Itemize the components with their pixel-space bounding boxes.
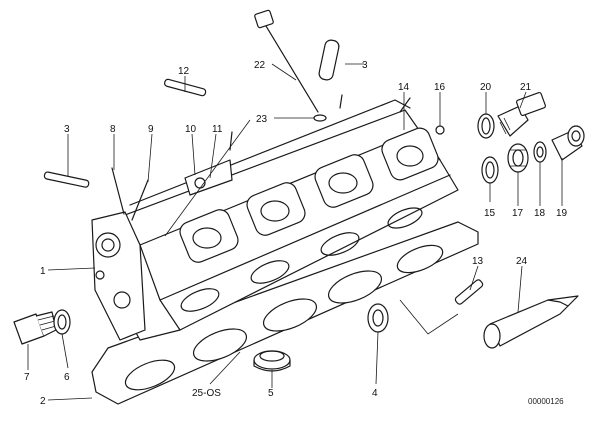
seal-5 (253, 350, 291, 372)
washer-23 (313, 114, 327, 122)
callout-20: 20 (480, 82, 492, 93)
callout-15: 15 (484, 208, 496, 219)
seal-ring-6 (53, 309, 71, 335)
dowel-pin-3-left (43, 171, 90, 188)
callout-10: 10 (185, 124, 197, 135)
o-ring-15 (481, 156, 499, 184)
plug-7 (13, 311, 57, 345)
stud-9 (131, 179, 149, 221)
callout-8: 8 (110, 124, 116, 135)
callout-16: 16 (434, 82, 446, 93)
callout-5: 5 (268, 388, 274, 399)
callout-24: 24 (516, 256, 528, 267)
union-19 (551, 125, 585, 161)
callout-9: 9 (148, 124, 154, 135)
callout-21: 21 (520, 82, 532, 93)
exhaust-ports (179, 127, 439, 263)
callout-14: 14 (398, 82, 410, 93)
fitting-17 (507, 143, 529, 173)
callout-11: 11 (212, 124, 223, 135)
callout-19: 19 (556, 208, 568, 219)
leader-lines (27, 63, 563, 401)
head-gasket (91, 221, 479, 405)
dowel-sleeve-3-top (318, 39, 340, 81)
bolt-22 (254, 9, 319, 113)
plug-16 (435, 125, 445, 135)
callout-2: 2 (40, 396, 46, 407)
temp-sensor-21 (497, 91, 546, 137)
dowel-pin-13 (454, 279, 484, 305)
callout-4: 4 (372, 388, 378, 399)
callout-6: 6 (64, 372, 70, 383)
callout-18: 18 (534, 208, 546, 219)
seal-4 (367, 303, 389, 333)
drawing-number: 00000126 (528, 397, 564, 406)
callout-7: 7 (24, 372, 30, 383)
callout-3-top: 3 (362, 60, 368, 71)
callout-labels: 1 2 3 3 4 5 6 7 8 9 10 11 12 13 14 15 16… (24, 60, 568, 407)
callout-13: 13 (472, 256, 484, 267)
sealant-tube-24 (483, 295, 579, 349)
callout-22: 22 (254, 60, 266, 71)
callout-1: 1 (40, 266, 46, 277)
callout-23: 23 (256, 114, 268, 125)
stud-8 (111, 167, 125, 215)
cylinder-head (91, 94, 459, 341)
callout-12: 12 (178, 66, 190, 77)
callout-3-left: 3 (64, 124, 70, 135)
callout-25-os: 25-OS (192, 388, 221, 399)
callout-17: 17 (512, 208, 524, 219)
o-ring-20 (477, 113, 495, 139)
washer-18 (533, 141, 547, 163)
